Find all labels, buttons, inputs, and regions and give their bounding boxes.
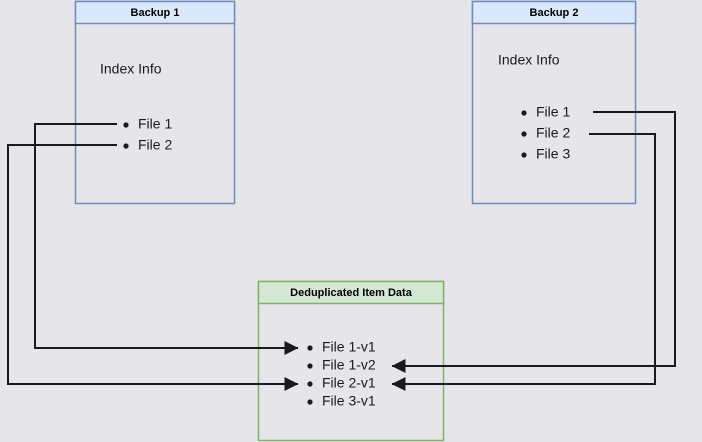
dedup-item-3: File 3-v1 <box>322 393 376 409</box>
bullet-icon <box>307 381 313 387</box>
list-item[interactable]: File 3 <box>521 146 570 162</box>
dedup-box[interactable]: Deduplicated Item Data File 1-v1 File 1-… <box>257 280 445 442</box>
backup2-box[interactable]: Backup 2 Index Info File 1 File 2 File 3 <box>471 0 637 205</box>
dedup-title: Deduplicated Item Data <box>290 287 413 299</box>
backup2-index-info-label: Index Info <box>498 52 560 68</box>
list-item[interactable]: File 2 <box>521 125 570 141</box>
list-item[interactable]: File 1-v2 <box>307 357 376 373</box>
list-item[interactable]: File 1-v1 <box>307 339 376 355</box>
backup1-list: File 1 File 2 <box>123 116 172 153</box>
list-item[interactable]: File 3-v1 <box>307 393 376 409</box>
list-item[interactable]: File 1 <box>521 104 570 120</box>
backup1-item-0: File 1 <box>138 116 172 132</box>
backup1-title-bar <box>74 0 236 25</box>
connector-backup1-file2-to-dedup-file2v1 <box>7 144 299 391</box>
backup2-box-body <box>471 0 637 205</box>
bullet-icon <box>521 110 527 116</box>
connector-backup1-file1-to-dedup-file1v1 <box>34 123 299 355</box>
list-item[interactable]: File 1 <box>123 116 172 132</box>
backup2-item-0: File 1 <box>536 104 570 120</box>
backup1-index-info-label: Index Info <box>100 61 162 77</box>
dedup-item-1: File 1-v2 <box>322 357 376 373</box>
dedup-title-bar <box>257 280 445 305</box>
dedup-item-2: File 2-v1 <box>322 375 376 391</box>
dedup-box-body <box>257 280 445 442</box>
bullet-icon <box>521 152 527 158</box>
bullet-icon <box>307 399 313 405</box>
backup2-title: Backup 2 <box>530 7 579 19</box>
list-item[interactable]: File 2 <box>123 137 172 153</box>
backup1-item-1: File 2 <box>138 137 172 153</box>
dedup-list: File 1-v1 File 1-v2 File 2-v1 File 3-v1 <box>307 339 376 409</box>
bullet-icon <box>307 363 313 369</box>
backup2-item-2: File 3 <box>536 146 570 162</box>
backup1-title: Backup 1 <box>131 7 180 19</box>
list-item[interactable]: File 2-v1 <box>307 375 376 391</box>
dedup-item-0: File 1-v1 <box>322 339 376 355</box>
backup2-item-1: File 2 <box>536 125 570 141</box>
connector-backup2-file2-to-dedup-file2v1 <box>391 133 656 391</box>
backup1-box[interactable]: Backup 1 Index Info File 1 File 2 <box>74 0 236 205</box>
bullet-icon <box>123 122 129 128</box>
bullet-icon <box>307 345 313 351</box>
bullet-icon <box>123 143 129 149</box>
backup2-title-bar <box>471 0 637 25</box>
connector-backup2-file1-to-dedup-file1v2 <box>391 111 676 373</box>
backup2-list: File 1 File 2 File 3 <box>521 104 570 162</box>
backup1-box-body <box>74 0 236 205</box>
bullet-icon <box>521 131 527 137</box>
